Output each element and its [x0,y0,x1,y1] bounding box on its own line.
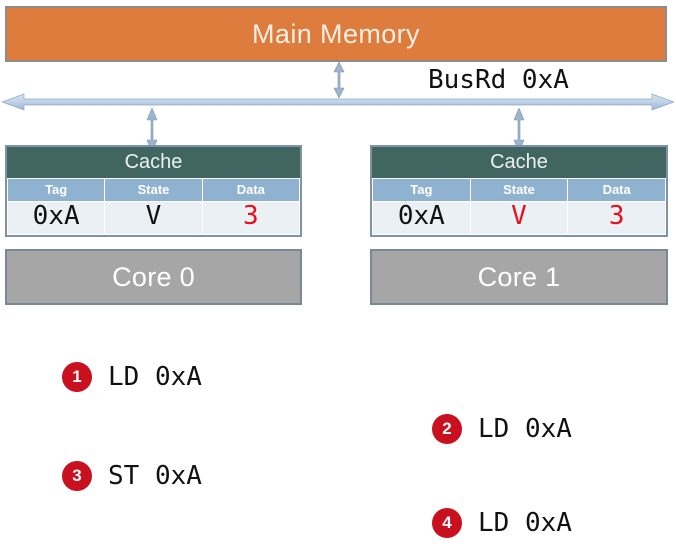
cache-table-header-row: Tag State Data [372,178,666,202]
cache-title-0: Cache [7,147,300,178]
table-row: 0xA V 3 [6,200,301,236]
cell-data-1: 3 [567,200,666,236]
processor-node-1: Cache Tag State Data 0xA V 3 [370,145,668,306]
step-text-2: LD 0xA [478,414,572,444]
table-row: 0xA V 3 [372,200,666,236]
memory-bus-connector-arrow [333,62,345,98]
cache-table-1: Tag State Data 0xA V 3 [372,178,666,236]
step-text-1: LD 0xA [108,362,202,392]
column-header-state: State [469,178,569,202]
step-text-3: ST 0xA [108,461,202,491]
step-item-3: 3 ST 0xA [62,461,202,491]
core-block-1: Core 1 [370,249,668,306]
step-item-4: 4 LD 0xA [432,508,572,538]
step-text-4: LD 0xA [478,508,572,538]
step-item-1: 1 LD 0xA [62,362,202,392]
cell-state-0: V [104,200,203,236]
step-badge-2: 2 [432,414,462,444]
core-label-0: Core 0 [112,261,195,292]
cell-tag-1: 0xA [372,200,471,236]
column-header-data: Data [567,178,666,202]
cell-state-1: V [469,200,569,236]
core-label-1: Core 1 [477,261,561,292]
bus-cache0-connector-arrow [146,108,158,152]
column-header-data: Data [201,178,301,202]
core-block-0: Core 0 [5,249,302,306]
bus-cache1-connector-arrow [513,108,525,152]
cell-data-0: 3 [201,200,301,236]
bus-transaction-label: BusRd 0xA [428,65,569,95]
step-badge-4: 4 [432,508,462,538]
system-bus-arrow [2,93,674,111]
step-badge-1: 1 [62,362,92,392]
processor-node-0: Cache Tag State Data 0xA V 3 [5,145,302,306]
cache-table-0: Tag State Data 0xA V 3 [6,178,301,236]
cell-tag-0: 0xA [6,200,106,236]
step-item-2: 2 LD 0xA [432,414,572,444]
main-memory-label: Main Memory [252,18,420,49]
step-badge-3: 3 [62,461,92,491]
main-memory-block: Main Memory [5,6,667,62]
column-header-tag: Tag [372,178,471,202]
column-header-state: State [104,178,203,202]
cache-block-0: Cache Tag State Data 0xA V 3 [5,145,302,238]
cache-table-header-row: Tag State Data [6,178,301,202]
cache-block-1: Cache Tag State Data 0xA V 3 [370,145,668,238]
column-header-tag: Tag [6,178,106,202]
cache-title-1: Cache [372,147,666,178]
